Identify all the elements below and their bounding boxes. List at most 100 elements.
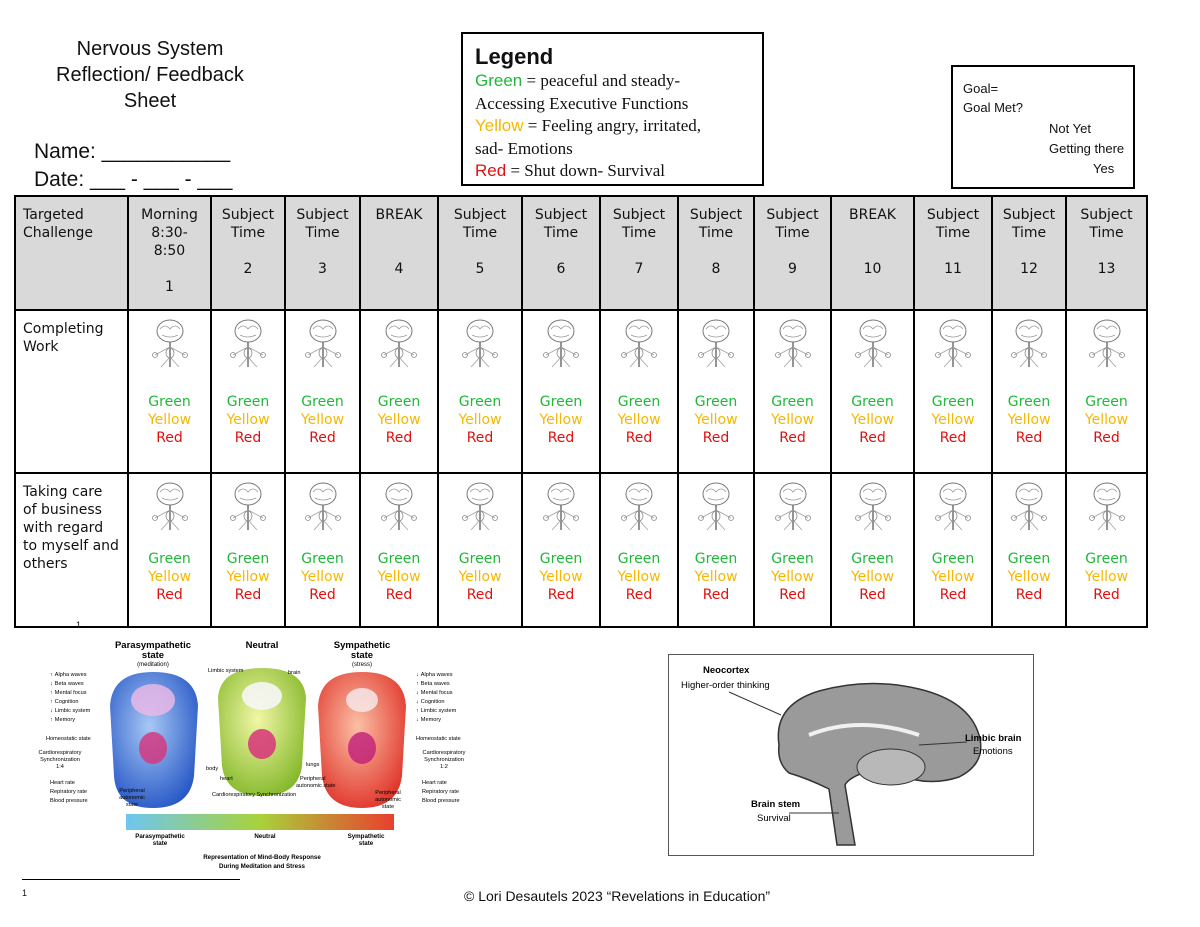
rating-option-yellow[interactable]: Yellow [1084,569,1129,585]
rating-option-yellow[interactable]: Yellow [850,569,895,585]
rating-option-yellow[interactable]: Yellow [300,412,345,428]
rating-option-yellow[interactable]: Yellow [458,569,502,585]
rating-option-yellow[interactable]: Yellow [226,569,270,585]
rating-option-yellow[interactable]: Yellow [617,569,661,585]
rating-option-red[interactable]: Red [1015,430,1043,446]
rating-option-red[interactable]: Red [939,430,967,446]
rating-option-green[interactable]: Green [458,394,502,410]
rating-option-yellow[interactable]: Yellow [1007,569,1051,585]
rating-option-red[interactable]: Red [779,587,806,603]
rating-option-red[interactable]: Red [234,587,262,603]
rating-option-red[interactable]: Red [234,430,262,446]
rating-option-green[interactable]: Green [617,394,661,410]
rating-option-green[interactable]: Green [226,394,270,410]
rating-option-green[interactable]: Green [694,394,738,410]
goal-option-getting-there[interactable]: Getting there [1049,141,1125,156]
rating-option-red[interactable]: Red [779,430,806,446]
rating-option-red[interactable]: Red [939,587,967,603]
goal-label[interactable]: Goal= [963,81,999,96]
rating-option-red[interactable]: Red [156,430,183,446]
rating-option-green[interactable]: Green [301,394,344,410]
rating-option-green[interactable]: Green [851,551,894,567]
rating-option-yellow[interactable]: Yellow [770,569,815,585]
rating-option-yellow[interactable]: Yellow [850,412,895,428]
rating-option-green[interactable]: Green [851,394,894,410]
rating-option-yellow[interactable]: Yellow [147,412,192,428]
rating-option-yellow[interactable]: Yellow [539,569,583,585]
rating-option-yellow[interactable]: Yellow [770,412,815,428]
rating-option-red[interactable]: Red [1093,430,1120,446]
rating-option-green[interactable]: Green [377,394,421,410]
rating-option-green[interactable]: Green [301,551,344,567]
rating-option-yellow[interactable]: Yellow [377,412,421,428]
rating-option-green[interactable]: Green [617,551,661,567]
rating-option-red[interactable]: Red [625,430,653,446]
rating-option-green[interactable]: Green [377,551,421,567]
rating-option-red[interactable]: Red [702,587,730,603]
rating-option-yellow[interactable]: Yellow [694,412,738,428]
rating-option-yellow[interactable]: Yellow [1007,412,1051,428]
rating-option-red[interactable]: Red [1015,587,1043,603]
rating-option-red[interactable]: Red [547,430,575,446]
rating-option-yellow[interactable]: Yellow [694,569,738,585]
rating-option-red[interactable]: Red [1093,587,1120,603]
date-field[interactable]: Date: ___ - ___ - ___ [34,168,233,191]
rating-option-red[interactable]: Red [466,587,494,603]
rating-option-red[interactable]: Red [309,587,336,603]
rating-option-green[interactable]: Green [931,551,975,567]
rating-option-green[interactable]: Green [458,551,502,567]
rating-option-yellow[interactable]: Yellow [147,569,192,585]
rating-option-green[interactable]: Green [771,394,814,410]
rating-option-green[interactable]: Green [539,551,583,567]
rating-option-yellow[interactable]: Yellow [931,569,975,585]
rating-option-green[interactable]: Green [1007,551,1051,567]
name-field[interactable]: Name: ___________ [34,140,231,163]
goal-option-yes[interactable]: Yes [1093,161,1115,176]
rating-option-red[interactable]: Red [702,430,730,446]
rating-option-green[interactable]: Green [771,551,814,567]
rating-option-green[interactable]: Green [148,394,191,410]
rating-option-yellow[interactable]: Yellow [226,412,270,428]
rating-option-green[interactable]: Green [1085,394,1128,410]
rating-option-red[interactable]: Red [859,587,886,603]
rating-option-red[interactable]: Red [385,587,413,603]
rating-option-green[interactable]: Green [931,394,975,410]
rating-option-yellow[interactable]: Yellow [300,569,345,585]
rating-option-red[interactable]: Red [625,587,653,603]
rating-option-yellow[interactable]: Yellow [458,412,502,428]
rating-option-red[interactable]: Red [466,430,494,446]
rating-option-yellow[interactable]: Yellow [377,569,421,585]
rating-option-red[interactable]: Red [859,430,886,446]
rating-option-yellow[interactable]: Yellow [539,412,583,428]
rating-option-green[interactable]: Green [226,551,270,567]
rating-option-green[interactable]: Green [1007,394,1051,410]
rating-option-yellow[interactable]: Yellow [1084,412,1129,428]
rating-option-yellow[interactable]: Yellow [617,412,661,428]
rating-option-red[interactable]: Red [547,587,575,603]
rating-option-red[interactable]: Red [309,430,336,446]
rating-option-green[interactable]: Green [539,394,583,410]
